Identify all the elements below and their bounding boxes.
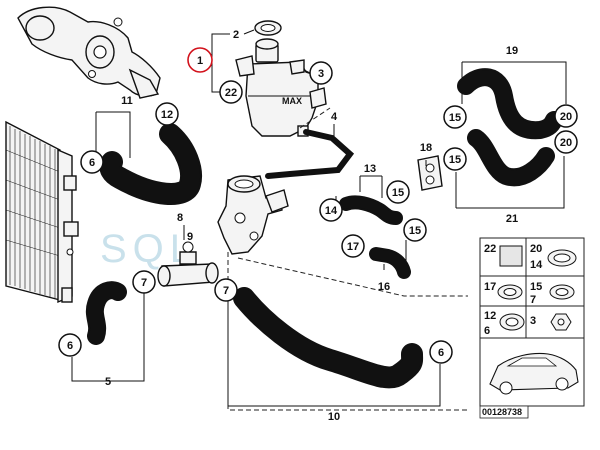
callout-6-right: 6 [429,340,453,364]
legend-row1-c: 14 [530,259,543,271]
svg-text:3: 3 [318,68,324,80]
callout-15-mid: 15 [386,180,410,204]
callout-7-left: 7 [132,270,156,294]
diagram-id: 00128738 [482,407,522,417]
parts-legend: 22 20 14 17 15 7 12 6 3 [479,237,585,407]
callout-7-right: 7 [214,278,238,302]
callout-15-lower-left: 15 [443,147,467,171]
callout-17: 17 [341,234,365,258]
legend-row2-a: 17 [484,281,496,293]
legend-row2-b: 15 [530,281,542,293]
callout-12: 12 [155,102,179,126]
svg-text:20: 20 [560,111,572,123]
callout-22: 22 [219,80,243,104]
callout-2: 2 [233,29,239,41]
legend-row3-b: 6 [484,325,490,337]
svg-text:20: 20 [560,137,572,149]
callout-15-lower: 15 [403,218,427,242]
callout-10: 10 [328,411,340,423]
callout-20-lower: 20 [554,130,578,154]
callout-15-upper-left: 15 [443,105,467,129]
callout-11: 11 [121,95,133,107]
svg-text:15: 15 [409,225,421,237]
callout-8: 8 [177,212,183,224]
legend-row1-b: 20 [530,243,542,255]
svg-text:14: 14 [325,205,338,217]
legend-row3-a: 12 [484,310,496,322]
callout-19: 19 [506,45,518,57]
callout-18: 18 [420,142,432,154]
callout-1: 1 [187,47,213,73]
thermostat-housing [217,175,289,255]
svg-text:6: 6 [67,340,73,352]
legend-row1-a: 22 [484,243,496,255]
callout-16: 16 [378,281,390,293]
callout-13: 13 [364,163,376,175]
radiator [5,120,79,304]
svg-text:22: 22 [225,87,237,99]
svg-text:6: 6 [89,157,95,169]
callout-21: 21 [506,213,518,225]
callout-6-lower: 6 [58,333,82,357]
valve [417,155,443,191]
callout-14: 14 [319,198,343,222]
svg-text:7: 7 [223,285,229,297]
leader-lines [71,29,567,407]
callout-3: 3 [309,61,333,85]
callout-9: 9 [187,231,193,243]
tank-cap [254,20,282,36]
svg-text:15: 15 [449,154,461,166]
svg-text:12: 12 [161,109,173,121]
svg-text:17: 17 [347,241,359,253]
callout-20-upper: 20 [554,104,578,128]
water-pump [17,6,161,99]
svg-text:1: 1 [197,55,203,67]
svg-text:15: 15 [392,187,404,199]
watermark: SQL [100,227,198,271]
expansion-tank: MAX [235,38,327,137]
legend-row2-c: 7 [530,294,536,306]
car-silhouette [489,352,579,395]
callout-6-radiator: 6 [80,150,104,174]
svg-text:15: 15 [449,112,461,124]
callout-5: 5 [105,376,111,388]
legend-row3-c: 3 [530,315,536,327]
svg-text:7: 7 [141,277,147,289]
tank-max-label: MAX [282,96,302,106]
t-connector [157,241,219,287]
svg-text:6: 6 [438,347,444,359]
callout-4: 4 [331,111,338,123]
